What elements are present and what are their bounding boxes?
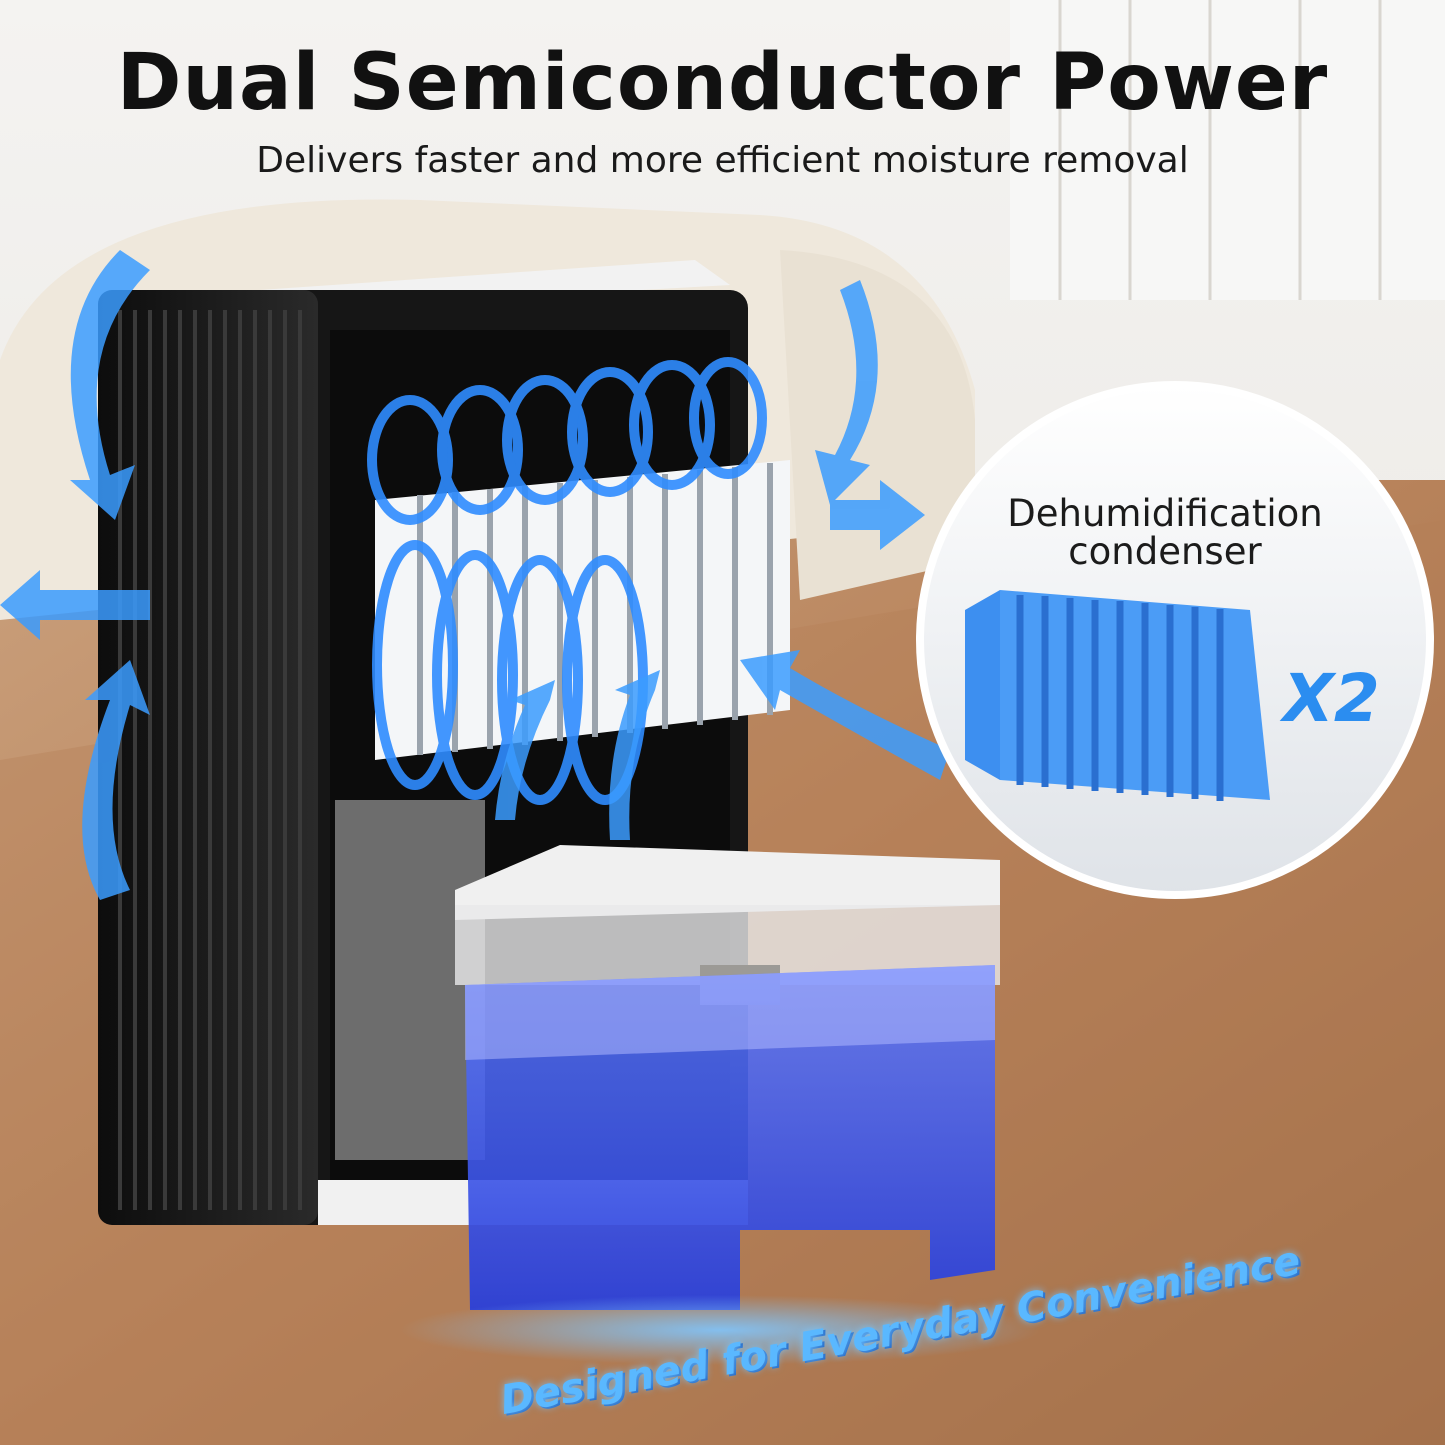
condenser-multiplier: X2 (1283, 660, 1380, 737)
headline-title: Dual Semiconductor Power (116, 38, 1329, 128)
window-curtain (1010, 0, 1445, 300)
headline-subtitle: Delivers faster and more efficient moist… (256, 140, 1189, 181)
airflow-arrows (0, 250, 950, 900)
airflow-rings (367, 357, 767, 805)
condenser-label: Dehumidification condenser (960, 495, 1370, 571)
condenser-badge (916, 381, 1434, 899)
condenser-icon (965, 590, 1270, 801)
condenser-label-line2: condenser (1068, 530, 1262, 573)
condenser-label-line1: Dehumidification (1007, 492, 1323, 535)
water-tank (400, 845, 1040, 1365)
